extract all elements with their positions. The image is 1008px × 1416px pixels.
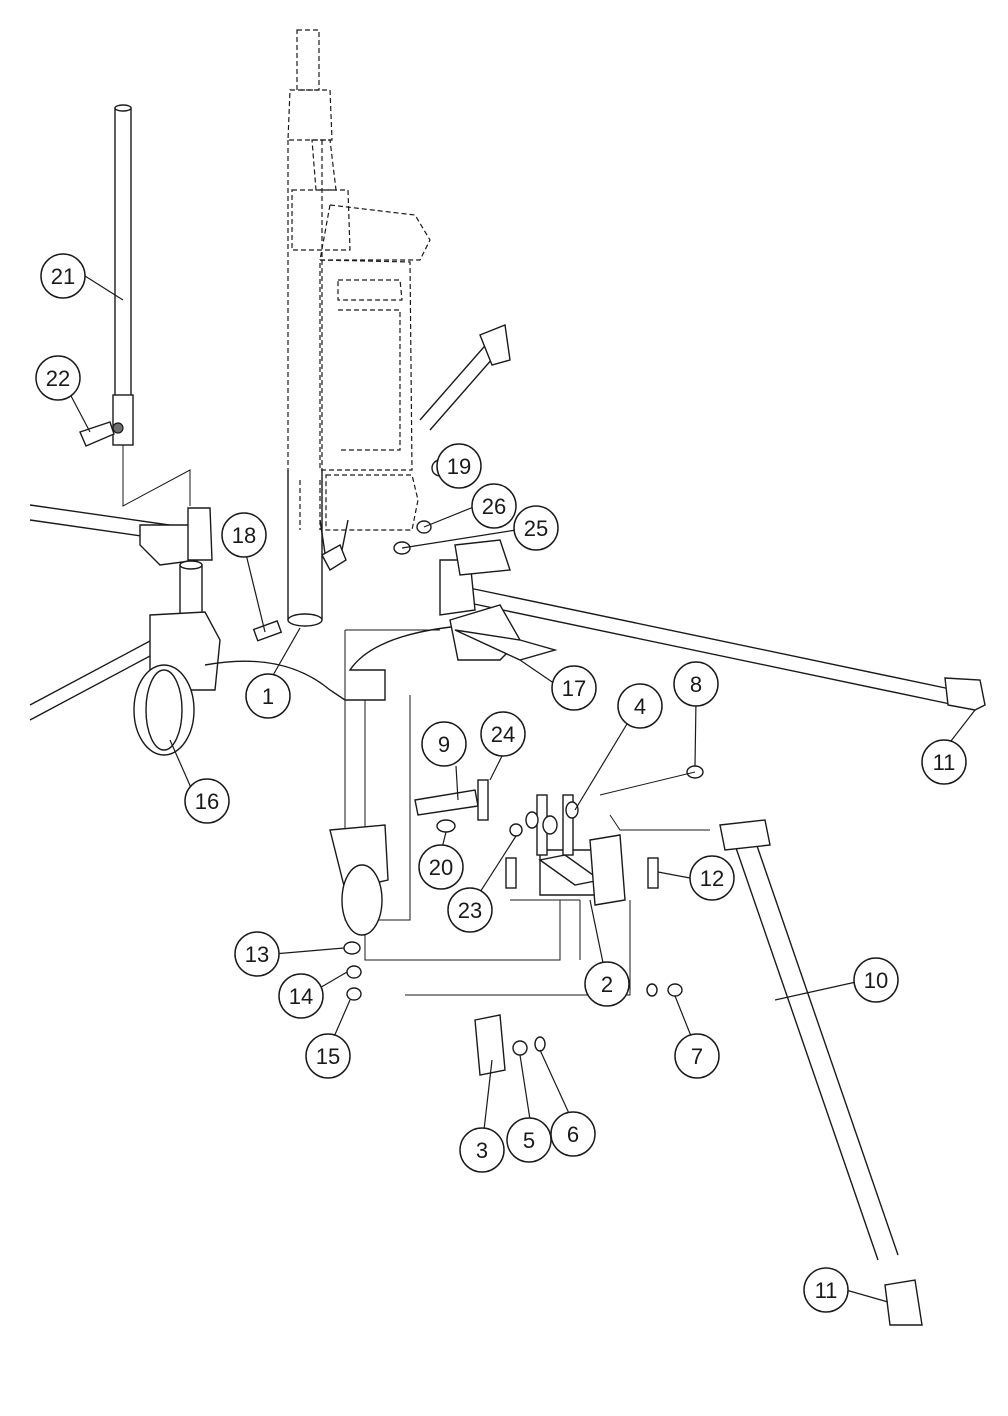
callout-11-right: 11 — [921, 739, 967, 785]
svg-text:16: 16 — [195, 789, 219, 814]
callout-7: 7 — [674, 1033, 720, 1079]
callout-19: 19 — [436, 443, 482, 489]
hardware-cluster — [252, 459, 710, 1076]
svg-text:2: 2 — [601, 972, 613, 997]
callout-12: 12 — [689, 855, 735, 901]
svg-text:10: 10 — [864, 968, 888, 993]
svg-text:17: 17 — [562, 676, 586, 701]
svg-text:19: 19 — [447, 454, 471, 479]
svg-text:15: 15 — [316, 1044, 340, 1069]
front-leg — [719, 819, 923, 1326]
svg-text:9: 9 — [438, 732, 450, 757]
callout-20: 20 — [418, 844, 464, 890]
callout-3: 3 — [459, 1127, 505, 1173]
svg-text:12: 12 — [700, 866, 724, 891]
callout-21: 21 — [40, 253, 86, 299]
left-leg — [29, 504, 221, 756]
svg-text:4: 4 — [634, 694, 646, 719]
svg-text:7: 7 — [691, 1044, 703, 1069]
push-bar — [79, 104, 191, 507]
callout-10: 10 — [853, 957, 899, 1003]
svg-text:21: 21 — [51, 264, 75, 289]
callout-15: 15 — [305, 1033, 351, 1079]
callout-17: 17 — [551, 665, 597, 711]
svg-text:20: 20 — [429, 855, 453, 880]
callout-23: 23 — [447, 887, 493, 933]
base-frame — [204, 625, 631, 996]
rear-leg — [419, 324, 986, 711]
callout-11-bottom: 11 — [803, 1267, 849, 1313]
svg-text:22: 22 — [46, 366, 70, 391]
svg-text:24: 24 — [491, 722, 515, 747]
svg-text:6: 6 — [567, 1122, 579, 1147]
svg-text:13: 13 — [245, 942, 269, 967]
svg-text:3: 3 — [476, 1138, 488, 1163]
callout-26: 26 — [471, 483, 517, 529]
callout-18: 18 — [221, 512, 267, 558]
svg-text:11: 11 — [933, 750, 956, 775]
mast-assembly — [287, 29, 431, 531]
callout-25: 25 — [513, 505, 559, 551]
callout-9: 9 — [421, 721, 467, 767]
callout-16: 16 — [184, 778, 230, 824]
svg-text:25: 25 — [524, 516, 548, 541]
svg-text:5: 5 — [523, 1128, 535, 1153]
svg-text:18: 18 — [232, 523, 256, 548]
callout-4: 4 — [617, 683, 663, 729]
svg-text:1: 1 — [262, 684, 274, 709]
callout-22: 22 — [35, 355, 81, 401]
callout-5: 5 — [506, 1117, 552, 1163]
callout-1: 1 — [245, 673, 291, 719]
mast-tube — [287, 470, 349, 627]
svg-text:14: 14 — [289, 984, 313, 1009]
svg-text:8: 8 — [690, 672, 702, 697]
svg-text:11: 11 — [815, 1278, 838, 1303]
callout-14: 14 — [278, 973, 324, 1019]
callout-24: 24 — [480, 711, 526, 757]
callout-13: 13 — [234, 931, 280, 977]
svg-text:23: 23 — [458, 898, 482, 923]
callout-8: 8 — [673, 661, 719, 707]
svg-text:26: 26 — [482, 494, 506, 519]
callout-6: 6 — [550, 1111, 596, 1157]
callout-2: 2 — [584, 961, 630, 1007]
